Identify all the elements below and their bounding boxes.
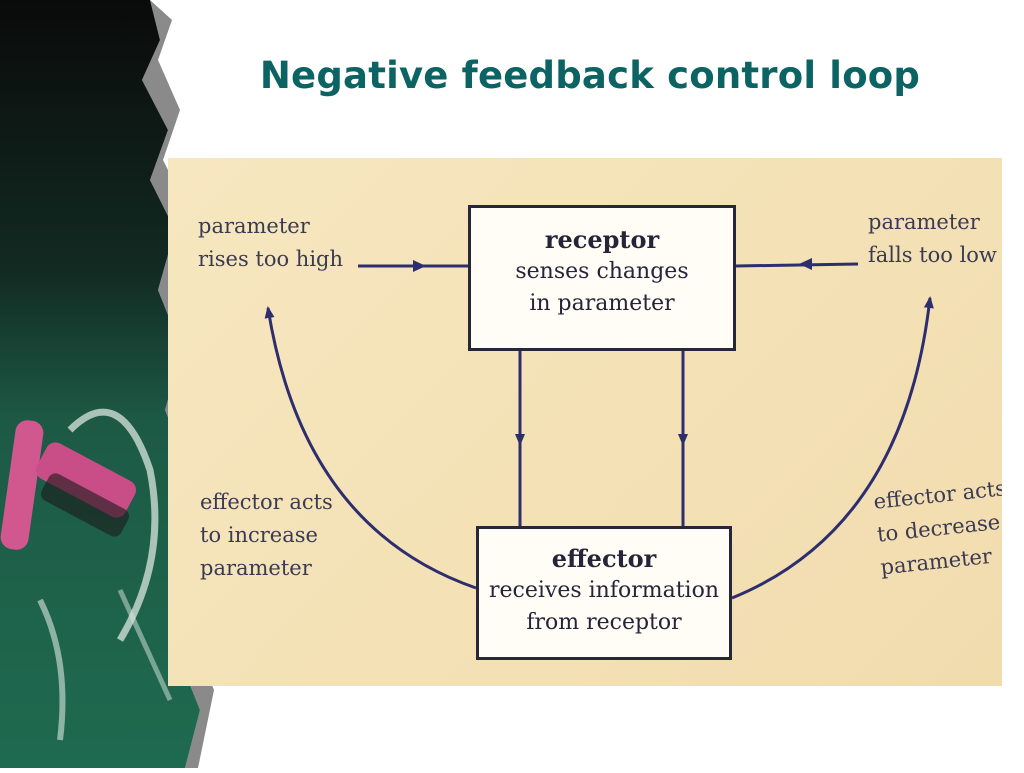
label-falls-line-2: falls too low [868,243,997,267]
label-rises-line-2: rises too high [198,247,344,271]
label-increase-line-3: parameter [200,556,312,580]
label-falls-line-1: parameter [868,210,980,234]
arrow-falls-to-receptor [735,262,859,268]
arrowhead-falls [799,258,812,270]
effector-line-1: receives information [488,578,720,603]
label-rises-line-1: parameter [198,214,310,238]
label-increase-line-1: effector acts [200,490,333,514]
label-effector-increase: effector acts to increase parameter [200,486,333,585]
curve-effector-to-falls [731,296,934,600]
label-increase-line-2: to increase [200,523,318,547]
feedback-loop-diagram: receptor senses changes in parameter eff… [168,158,1002,686]
label-effector-decrease: effector acts to decrease parameter [872,472,1002,584]
curve-effector-to-rises [264,306,477,590]
receptor-box: receptor senses changes in parameter [468,205,736,351]
receptor-title: receptor [544,225,660,254]
receptor-line-2: in parameter [529,291,675,316]
slide-title: Negative feedback control loop [259,54,921,97]
effector-box: effector receives information from recep… [476,526,732,660]
receptor-line-1: senses changes [515,259,689,284]
arrowhead-rises [413,260,426,272]
effector-title: effector [551,544,657,573]
label-parameter-rises: parameter rises too high [198,210,343,276]
label-parameter-falls: parameter falls too low [868,206,997,272]
effector-line-2: from receptor [526,610,682,635]
